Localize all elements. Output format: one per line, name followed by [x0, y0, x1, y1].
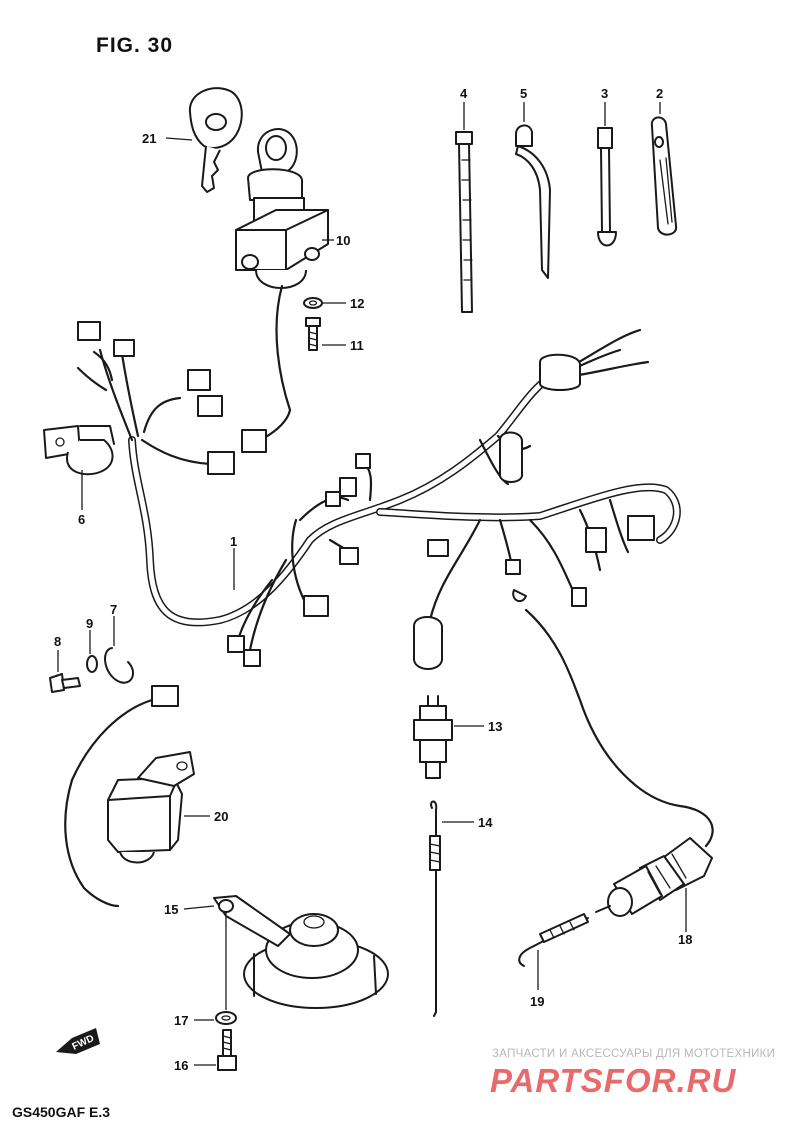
callout-4: 4	[460, 86, 468, 101]
callout-18: 18	[678, 932, 692, 947]
callout-3: 3	[601, 86, 608, 101]
callout-8: 8	[54, 634, 61, 649]
callout-21: 21	[142, 131, 156, 146]
horn	[213, 895, 389, 1009]
washer-12	[303, 297, 323, 309]
ignition-key	[188, 87, 243, 193]
washer-17	[215, 1011, 237, 1025]
harness-connectors	[77, 321, 655, 667]
callout-6: 6	[78, 512, 85, 527]
cable-clamp-2	[650, 116, 678, 236]
callout-10: 10	[336, 233, 350, 248]
callout-11: 11	[350, 338, 364, 353]
callout-20: 20	[214, 809, 228, 824]
wiring-harness	[76, 284, 681, 670]
callout-19: 19	[530, 994, 544, 1009]
callout-16: 16	[174, 1058, 188, 1073]
callout-15: 15	[164, 902, 178, 917]
cable-clamp-3	[597, 127, 617, 247]
neutral-switch-pin	[518, 913, 589, 967]
callout-7: 7	[110, 602, 117, 617]
callout-1: 1	[230, 534, 237, 549]
callout-12: 12	[350, 296, 364, 311]
bracket-6	[43, 425, 115, 476]
washer-9	[86, 655, 98, 673]
callout-9: 9	[86, 616, 93, 631]
figure-title: FIG. 30	[96, 34, 174, 57]
cable-tie-4	[455, 131, 473, 313]
watermark-logo-text: PARTSFOR.RU	[490, 1062, 736, 1099]
screw-11	[305, 317, 321, 351]
leader-lines	[57, 102, 687, 1066]
clip-7	[104, 647, 135, 684]
callout-2: 2	[656, 86, 663, 101]
callout-labels: 21 10 12 11 4 5 3 2 6 1 8 9 7 13 14 20 1…	[54, 86, 692, 1073]
forward-arrow: FWD	[56, 1028, 100, 1054]
ignition-switch	[235, 128, 329, 289]
watermark-logo: PARTSFOR.RU	[490, 1062, 736, 1099]
brake-switch-spring	[429, 800, 441, 1017]
callout-5: 5	[520, 86, 527, 101]
turn-signal-relay	[64, 685, 195, 908]
watermark-tagline: ЗАПЧАСТИ И АКСЕССУАРЫ ДЛЯ МОТОТЕХНИКИ	[492, 1048, 776, 1060]
model-code: GS450GAF E.3	[12, 1104, 111, 1120]
brake-light-switch	[413, 695, 453, 779]
callout-17: 17	[174, 1013, 188, 1028]
neutral-switch	[524, 608, 714, 917]
cable-clamp-5	[515, 124, 551, 279]
screw-8	[49, 673, 81, 693]
callout-14: 14	[478, 815, 493, 830]
bolt-16	[217, 1029, 237, 1071]
callout-13: 13	[488, 719, 502, 734]
